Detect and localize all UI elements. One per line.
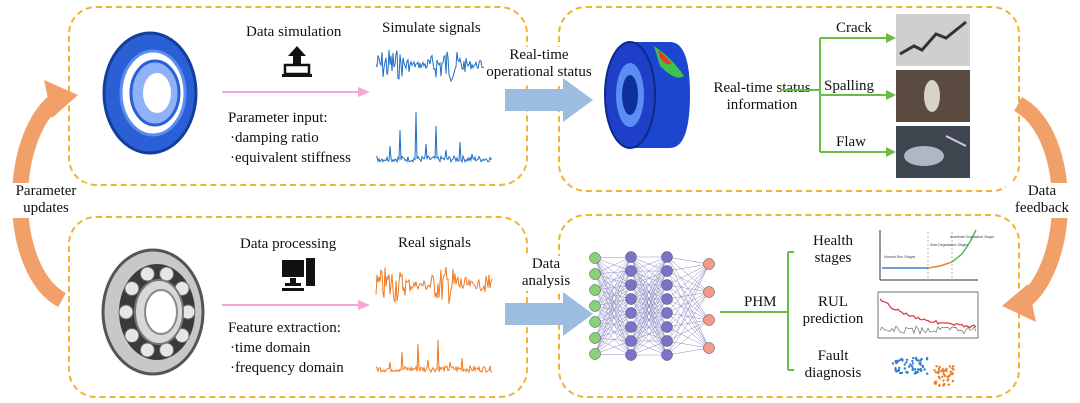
param-stiffness: ·equivalent stiffness <box>230 150 351 166</box>
spalling-label: Spalling <box>824 78 875 94</box>
crack-photo <box>896 14 970 66</box>
real-time-signal <box>375 267 493 304</box>
feature-time-domain: ·time domain <box>230 340 311 356</box>
crack-label: Crack <box>836 20 872 36</box>
upload-laptop-icon <box>282 46 312 77</box>
fault-diagnosis-chart <box>891 356 955 387</box>
health-stages-chart: Normal Run Stages Slow Degradation Stage… <box>879 229 995 281</box>
phm-branch-lines <box>720 251 794 371</box>
feature-frequency-domain: ·frequency domain <box>230 360 344 376</box>
stage-label-normal: Normal Run Stages <box>884 255 916 259</box>
feature-extraction-label: Feature extraction: <box>228 320 341 336</box>
flaw-label: Flaw <box>836 134 866 150</box>
spalling-photo <box>896 70 970 122</box>
data-simulation-label: Data simulation <box>246 24 342 40</box>
pink-flow-arrow-bottom <box>222 300 370 310</box>
data-processing-label: Data processing <box>240 236 337 252</box>
phm-label: PHM <box>744 294 777 312</box>
simulated-time-signal <box>375 49 493 83</box>
rul-prediction-chart <box>877 291 979 339</box>
pink-flow-arrow-top <box>222 87 370 97</box>
stage-label-accelerate: Accelerate Degradation Stages <box>950 235 995 239</box>
real-signals-label: Real signals <box>398 235 471 251</box>
analysis-big-arrow <box>505 292 593 336</box>
parameter-input-label: Parameter input: <box>228 110 328 126</box>
simulated-spectrum <box>375 111 493 164</box>
computer-icon <box>282 258 315 291</box>
real-spectrum <box>375 339 492 374</box>
neural-network-diagram <box>589 251 715 361</box>
status-branch-lines <box>780 33 896 157</box>
flaw-photo <box>896 126 970 178</box>
bearing-model-image <box>102 31 198 155</box>
realtime-big-arrow <box>505 78 593 122</box>
param-damping: ·damping ratio <box>230 130 319 146</box>
stage-label-slow: Slow Degradation Stages <box>930 243 969 247</box>
simulate-signals-label: Simulate signals <box>382 20 481 36</box>
real-bearing-image <box>95 244 210 380</box>
fem-bearing-image <box>604 41 690 149</box>
